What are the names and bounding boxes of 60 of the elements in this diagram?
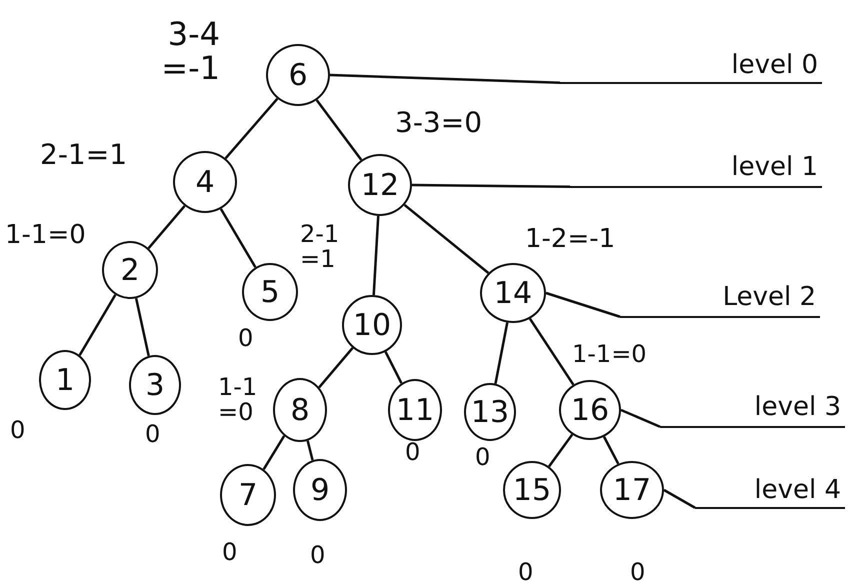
connector-line: [528, 318, 574, 386]
tree-node-circle: 9: [293, 459, 347, 521]
connector-line: [384, 351, 403, 384]
balance-factor: 1-1 =0: [218, 375, 258, 426]
tree-node-circle: 11: [388, 379, 442, 441]
connector-line: [602, 436, 620, 464]
connector-line: [318, 347, 354, 388]
connector-line: [412, 184, 570, 188]
balance-factor: 0: [238, 326, 254, 352]
level-label: level 4: [695, 475, 845, 509]
tree-node-circle: 13: [464, 383, 516, 441]
tree-node-circle: 8: [273, 378, 327, 442]
tree-node-circle: 2: [102, 241, 158, 299]
connector-line: [306, 440, 314, 460]
level-label: Level 2: [620, 282, 820, 318]
connector-line: [78, 294, 116, 356]
balance-factor: 1-1=0: [572, 342, 647, 368]
connector-line: [663, 488, 696, 509]
tree-node-circle: 5: [242, 263, 298, 321]
connector-line: [220, 208, 256, 268]
connector-line: [148, 205, 186, 250]
balance-factor: 0: [475, 445, 490, 470]
balance-factor: 1-2=-1: [525, 226, 616, 254]
connector-line: [372, 216, 380, 296]
tree-node-circle: 15: [503, 461, 561, 519]
connector-line: [224, 98, 278, 160]
tree-node-circle: 6: [266, 44, 330, 106]
tree-node-circle: 17: [600, 461, 664, 519]
balance-factor: 0: [310, 543, 326, 568]
balance-factor: 0: [518, 560, 534, 585]
level-label: level 1: [570, 152, 822, 188]
level-label: level 0: [560, 50, 822, 84]
balance-factor: 0: [630, 560, 646, 585]
balance-factor: 0: [222, 540, 238, 566]
connector-line: [620, 408, 660, 428]
tree-node-circle: 14: [480, 263, 546, 323]
balance-factor: 2-1=1: [40, 140, 128, 170]
connector-line: [494, 322, 509, 384]
balance-factor: 0: [145, 422, 160, 448]
connector-line: [316, 99, 362, 161]
level-label: level 3: [660, 392, 845, 428]
balance-factor: 0: [10, 418, 26, 444]
connector-line: [404, 204, 490, 274]
tree-node-circle: 10: [342, 295, 402, 355]
connector-line: [548, 434, 574, 468]
balance-factor: 2-1 =1: [300, 222, 340, 272]
connector-line: [330, 74, 560, 84]
connector-line: [546, 292, 620, 318]
balance-factor: 0: [405, 440, 420, 466]
tree-node-circle: 16: [559, 380, 621, 440]
tree-node-circle: 3: [129, 355, 181, 415]
tree-node-circle: 7: [220, 464, 276, 526]
tree-node-circle: 12: [348, 154, 412, 216]
balance-factor: 1-1=0: [5, 222, 86, 250]
balance-factor: 3-3=0: [395, 108, 482, 138]
connector-line: [262, 435, 286, 470]
tree-node-circle: 4: [173, 151, 237, 213]
tree-node-circle: 1: [39, 350, 91, 410]
connector-line: [134, 298, 150, 356]
balance-factor: 3-4 =-1: [160, 18, 220, 86]
